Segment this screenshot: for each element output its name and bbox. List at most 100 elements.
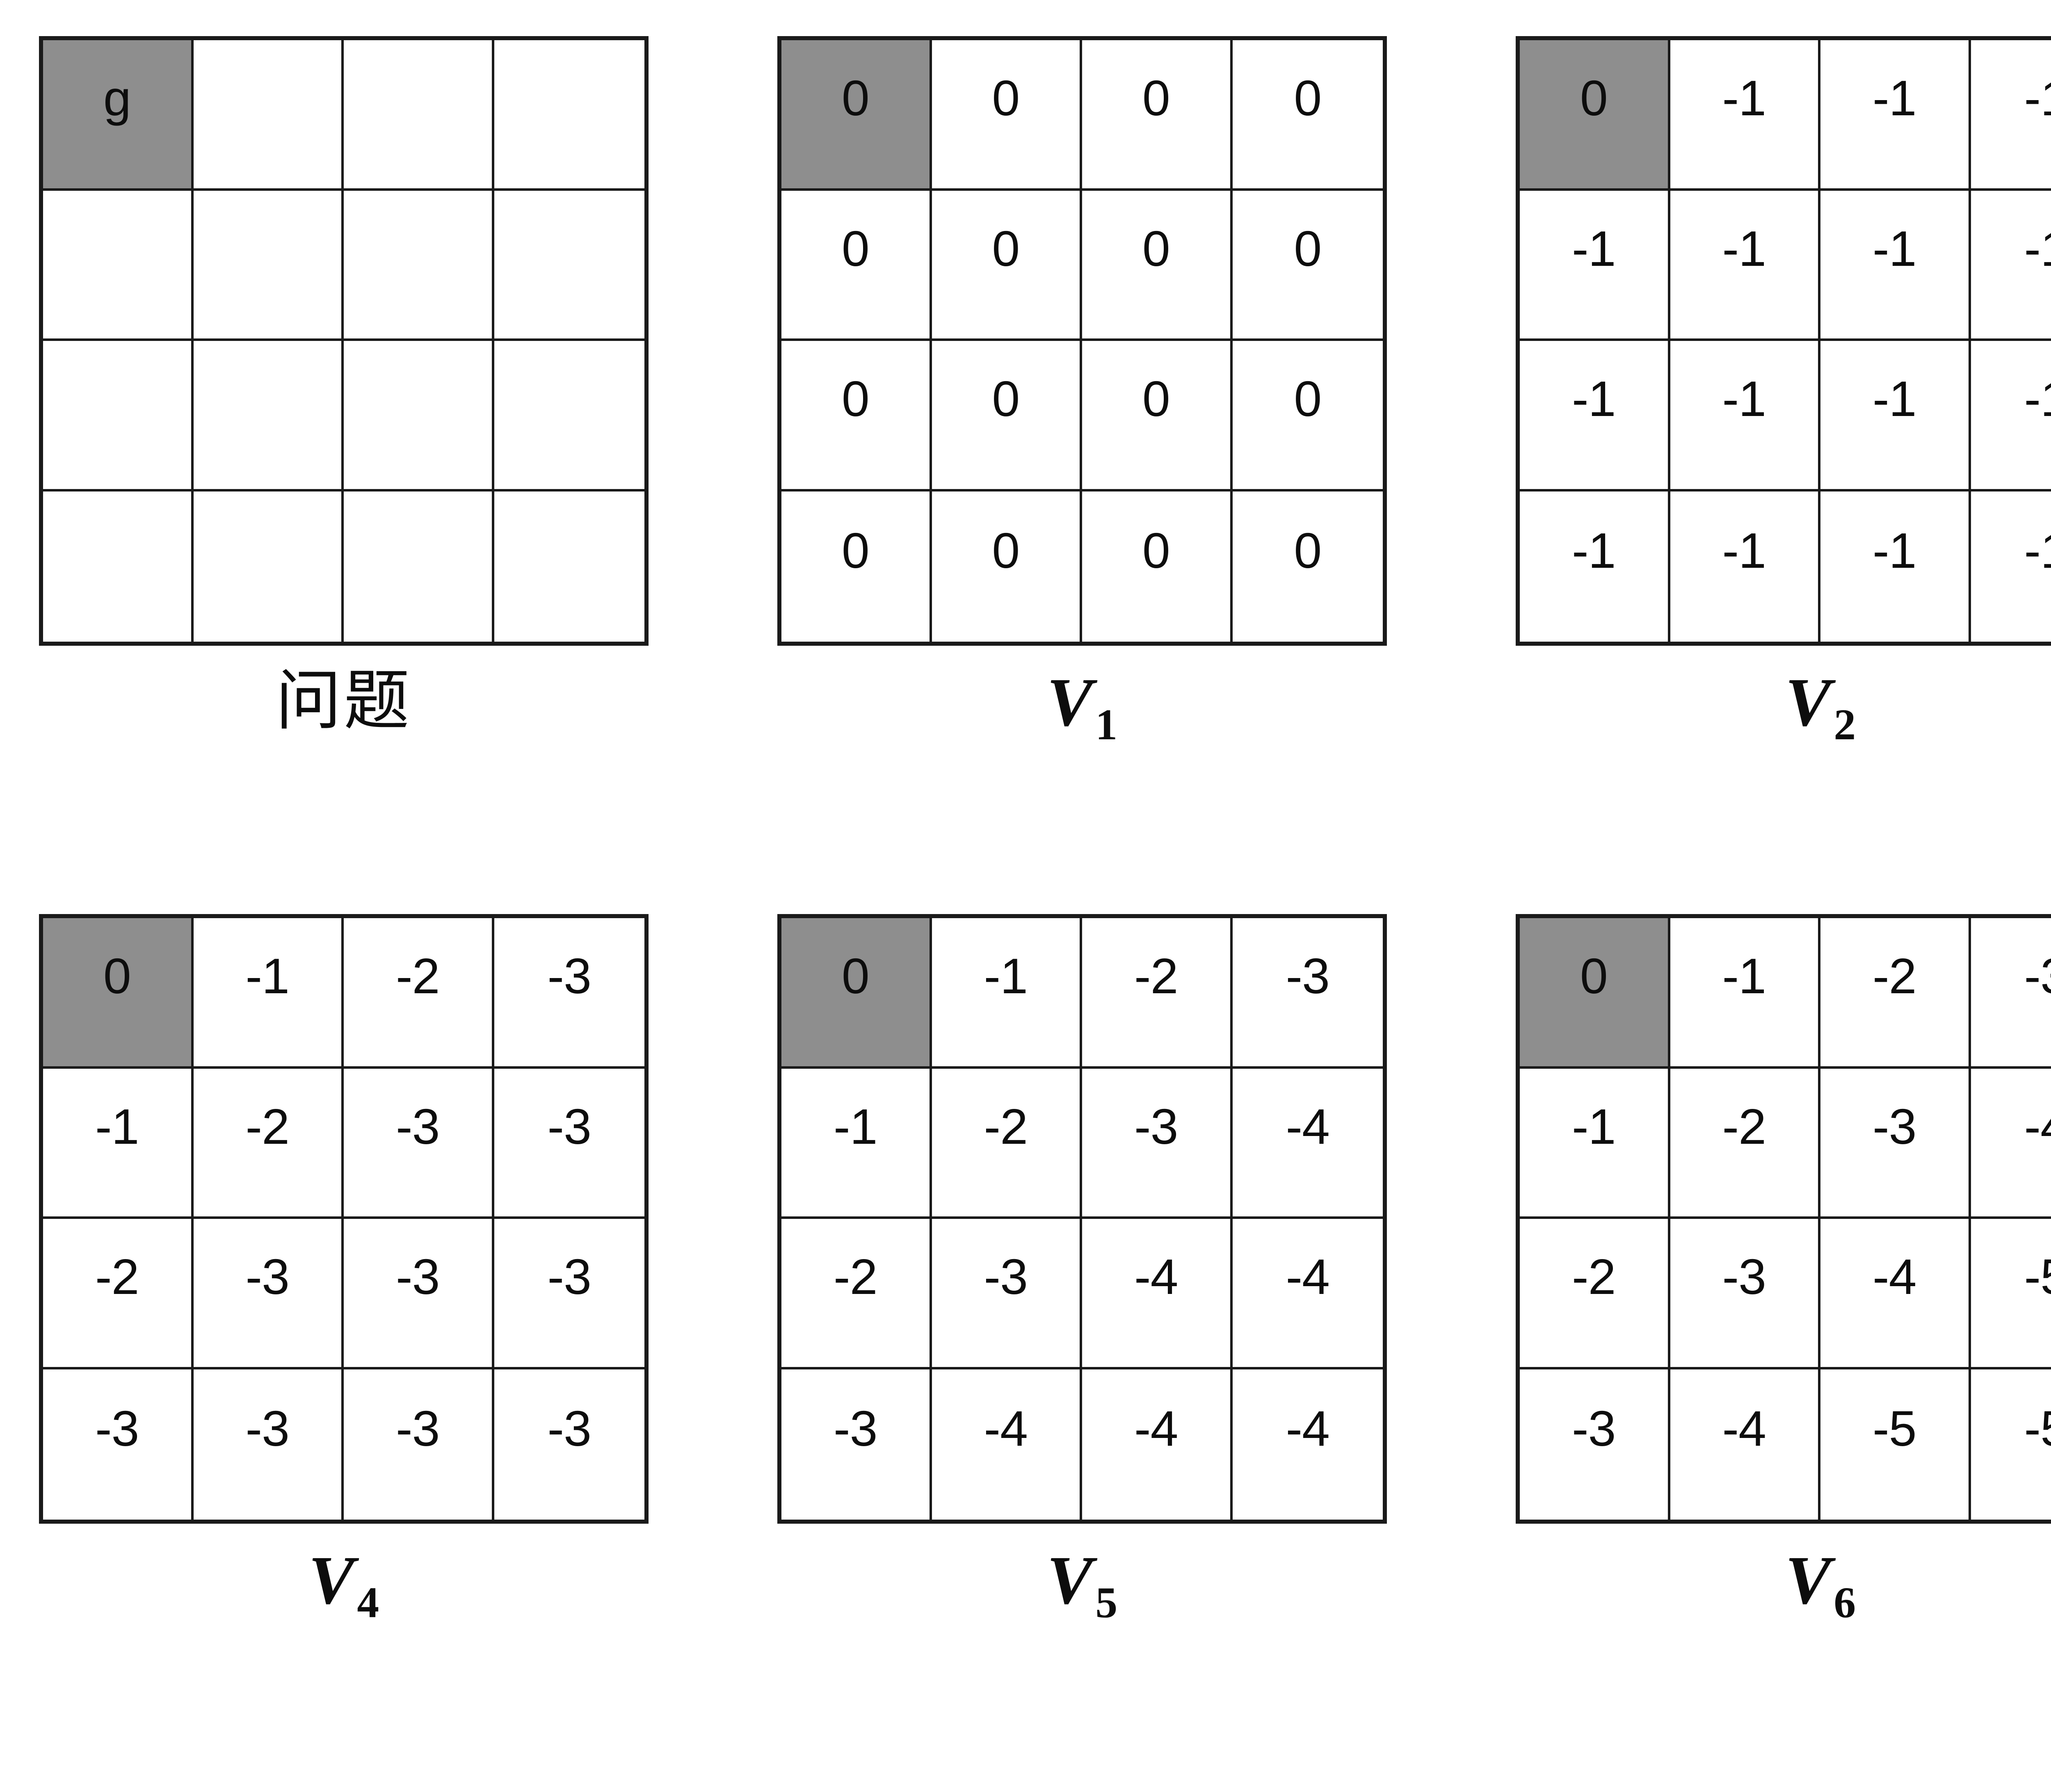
value-cell-r4c4: -5 [1971, 1369, 2051, 1520]
value-cell-r1c4 [494, 40, 645, 191]
value-cell-r2c4: -1 [1971, 191, 2051, 341]
value-cell-r3c1: -1 [1520, 341, 1670, 491]
value-cell-r2c3: 0 [1082, 191, 1233, 341]
value-cell-r2c2: -1 [1670, 191, 1821, 341]
panel-caption-v2: V2 [1516, 668, 2051, 747]
value-cell-r1c3: -1 [1820, 40, 1971, 191]
value-cell-r4c2 [194, 491, 344, 642]
value-cell-r1c2 [194, 40, 344, 191]
value-cell-r2c1: -1 [1520, 191, 1670, 341]
value-cell-r2c3: -3 [344, 1069, 494, 1219]
value-cell-r3c1: -2 [43, 1219, 194, 1369]
value-cell-r4c3 [344, 491, 494, 642]
caption-symbol: V [1785, 664, 1831, 741]
value-cell-r4c3: -5 [1820, 1369, 1971, 1520]
value-cell-r1c3: -2 [1082, 918, 1233, 1069]
value-cell-r3c4 [494, 341, 645, 491]
value-cell-r3c3: -1 [1820, 341, 1971, 491]
value-cell-r3c2: -1 [1670, 341, 1821, 491]
caption-subscript: 5 [1095, 1578, 1117, 1627]
value-cell-r4c4 [494, 491, 645, 642]
panel-caption-v6: V6 [1516, 1546, 2051, 1625]
value-cell-r4c2: -4 [932, 1369, 1083, 1520]
value-cell-r2c4: -4 [1971, 1069, 2051, 1219]
value-grid-v6: 0-1-2-3-1-2-3-4-2-3-4-5-3-4-5-5 [1516, 914, 2051, 1524]
value-cell-r3c2: -3 [932, 1219, 1083, 1369]
value-cell-r3c3: -3 [344, 1219, 494, 1369]
value-cell-r3c3: -4 [1820, 1219, 1971, 1369]
value-cell-r4c4: -4 [1233, 1369, 1383, 1520]
caption-subscript: 6 [1834, 1578, 1856, 1627]
caption-subscript: 2 [1834, 700, 1856, 749]
value-cell-r4c1 [43, 491, 194, 642]
value-cell-r3c2: -3 [194, 1219, 344, 1369]
value-cell-r2c4: -3 [494, 1069, 645, 1219]
value-grid-v2: 0-1-1-1-1-1-1-1-1-1-1-1-1-1-1-1 [1516, 36, 2051, 646]
value-grid-v5: 0-1-2-3-1-2-3-4-2-3-4-4-3-4-4-4 [777, 914, 1387, 1524]
value-cell-r2c2: -2 [1670, 1069, 1821, 1219]
value-cell-r4c2: -3 [194, 1369, 344, 1520]
value-cell-r1c3: 0 [1082, 40, 1233, 191]
value-grid-problem: g [39, 36, 649, 646]
value-cell-r4c1: -3 [781, 1369, 932, 1520]
caption-symbol: V [308, 1542, 354, 1618]
value-cell-r4c1: -3 [1520, 1369, 1670, 1520]
value-cell-r1c2: -1 [1670, 40, 1821, 191]
value-cell-r4c2: -1 [1670, 491, 1821, 642]
value-cell-r4c1: 0 [781, 491, 932, 642]
caption-subscript: 1 [1095, 700, 1117, 749]
goal-cell-r1c1: 0 [1520, 40, 1670, 191]
goal-cell-r1c1: 0 [43, 918, 194, 1069]
value-cell-r3c1 [43, 341, 194, 491]
value-cell-r3c3: -4 [1082, 1219, 1233, 1369]
value-cell-r2c3 [344, 191, 494, 341]
value-cell-r2c1: 0 [781, 191, 932, 341]
value-cell-r2c1: -1 [43, 1069, 194, 1219]
goal-cell-r1c1: g [43, 40, 194, 191]
value-cell-r1c4: 0 [1233, 40, 1383, 191]
value-cell-r3c3 [344, 341, 494, 491]
value-cell-r2c3: -1 [1820, 191, 1971, 341]
grid-panel-v6: 0-1-2-3-1-2-3-4-2-3-4-5-3-4-5-5V6 [1516, 914, 2051, 1792]
value-cell-r1c4: -3 [1233, 918, 1383, 1069]
value-cell-r1c3 [344, 40, 494, 191]
goal-cell-r1c1: 0 [1520, 918, 1670, 1069]
value-cell-r1c2: -1 [932, 918, 1083, 1069]
value-cell-r4c1: -3 [43, 1369, 194, 1520]
value-cell-r4c1: -1 [1520, 491, 1670, 642]
value-cell-r4c3: -4 [1082, 1369, 1233, 1520]
value-cell-r1c4: -3 [494, 918, 645, 1069]
value-cell-r2c3: -3 [1820, 1069, 1971, 1219]
value-cell-r3c2 [194, 341, 344, 491]
panel-caption-v4: V4 [39, 1546, 649, 1625]
value-cell-r2c4: 0 [1233, 191, 1383, 341]
value-cell-r3c1: 0 [781, 341, 932, 491]
value-cell-r1c3: -2 [344, 918, 494, 1069]
value-cell-r2c2: -2 [194, 1069, 344, 1219]
goal-cell-r1c1: 0 [781, 40, 932, 191]
value-cell-r1c2: -1 [194, 918, 344, 1069]
grid-panel-board: g问题0000000000000000V10-1-1-1-1-1-1-1-1-1… [0, 0, 2051, 1756]
value-cell-r2c1: -1 [781, 1069, 932, 1219]
value-cell-r4c3: -3 [344, 1369, 494, 1520]
value-cell-r2c1 [43, 191, 194, 341]
value-cell-r3c4: -1 [1971, 341, 2051, 491]
value-cell-r3c4: -5 [1971, 1219, 2051, 1369]
value-cell-r1c4: -3 [1971, 918, 2051, 1069]
value-cell-r2c1: -1 [1520, 1069, 1670, 1219]
goal-cell-r1c1: 0 [781, 918, 932, 1069]
value-cell-r2c2: 0 [932, 191, 1083, 341]
value-cell-r4c3: -1 [1820, 491, 1971, 642]
value-cell-r3c2: 0 [932, 341, 1083, 491]
value-cell-r2c2 [194, 191, 344, 341]
value-cell-r3c4: -3 [494, 1219, 645, 1369]
value-cell-r1c2: 0 [932, 40, 1083, 191]
value-cell-r4c4: -1 [1971, 491, 2051, 642]
value-cell-r2c4 [494, 191, 645, 341]
value-cell-r3c2: -3 [1670, 1219, 1821, 1369]
